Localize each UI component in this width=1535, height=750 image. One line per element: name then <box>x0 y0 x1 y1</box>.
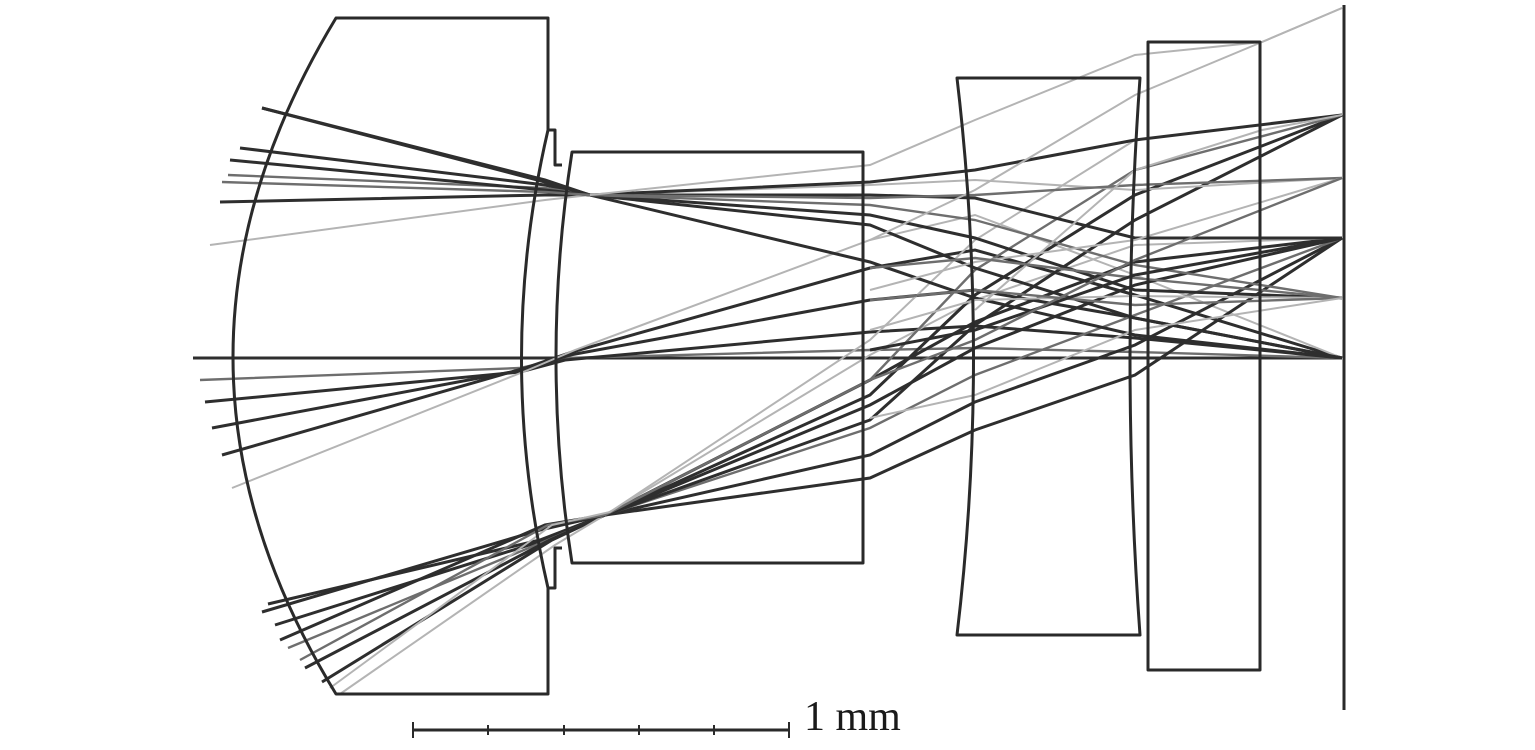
ray-bundles <box>193 7 1343 695</box>
front-meniscus-lens <box>231 16 550 696</box>
filter-plate <box>1146 40 1262 672</box>
ray <box>219 193 1342 240</box>
lens-elements <box>231 5 1346 710</box>
ray <box>869 7 1343 241</box>
ray <box>329 114 1343 689</box>
third-lens <box>955 76 1142 637</box>
ray <box>239 146 1343 300</box>
ray <box>869 177 1343 291</box>
ray-bundle-field-5 <box>869 176 1343 419</box>
ray <box>267 236 1343 606</box>
ray <box>227 173 1343 300</box>
aperture-stop-lower <box>548 546 562 590</box>
second-lens <box>554 150 865 565</box>
ray <box>869 176 1343 382</box>
ray <box>869 297 1343 419</box>
scale-bar-label: 1 mm <box>804 694 901 740</box>
ray <box>279 113 1343 642</box>
ray <box>869 288 1343 307</box>
aperture-stop <box>548 128 562 590</box>
ray <box>261 106 1343 360</box>
ray-bundle-field-3 <box>209 106 1343 360</box>
ray <box>869 256 1343 300</box>
ray <box>321 236 1343 684</box>
scale-bar: 1 mm <box>412 694 901 740</box>
ray <box>261 113 1343 614</box>
ray <box>287 236 1343 650</box>
ray-bundle-field-2 <box>261 113 1343 689</box>
ray <box>204 324 1343 404</box>
ray <box>869 236 1343 352</box>
ray <box>974 114 1343 311</box>
ray <box>339 237 1343 695</box>
aperture-stop-upper <box>548 128 562 167</box>
ray-bundle-field-1 <box>267 236 1343 695</box>
ray <box>261 106 1343 360</box>
